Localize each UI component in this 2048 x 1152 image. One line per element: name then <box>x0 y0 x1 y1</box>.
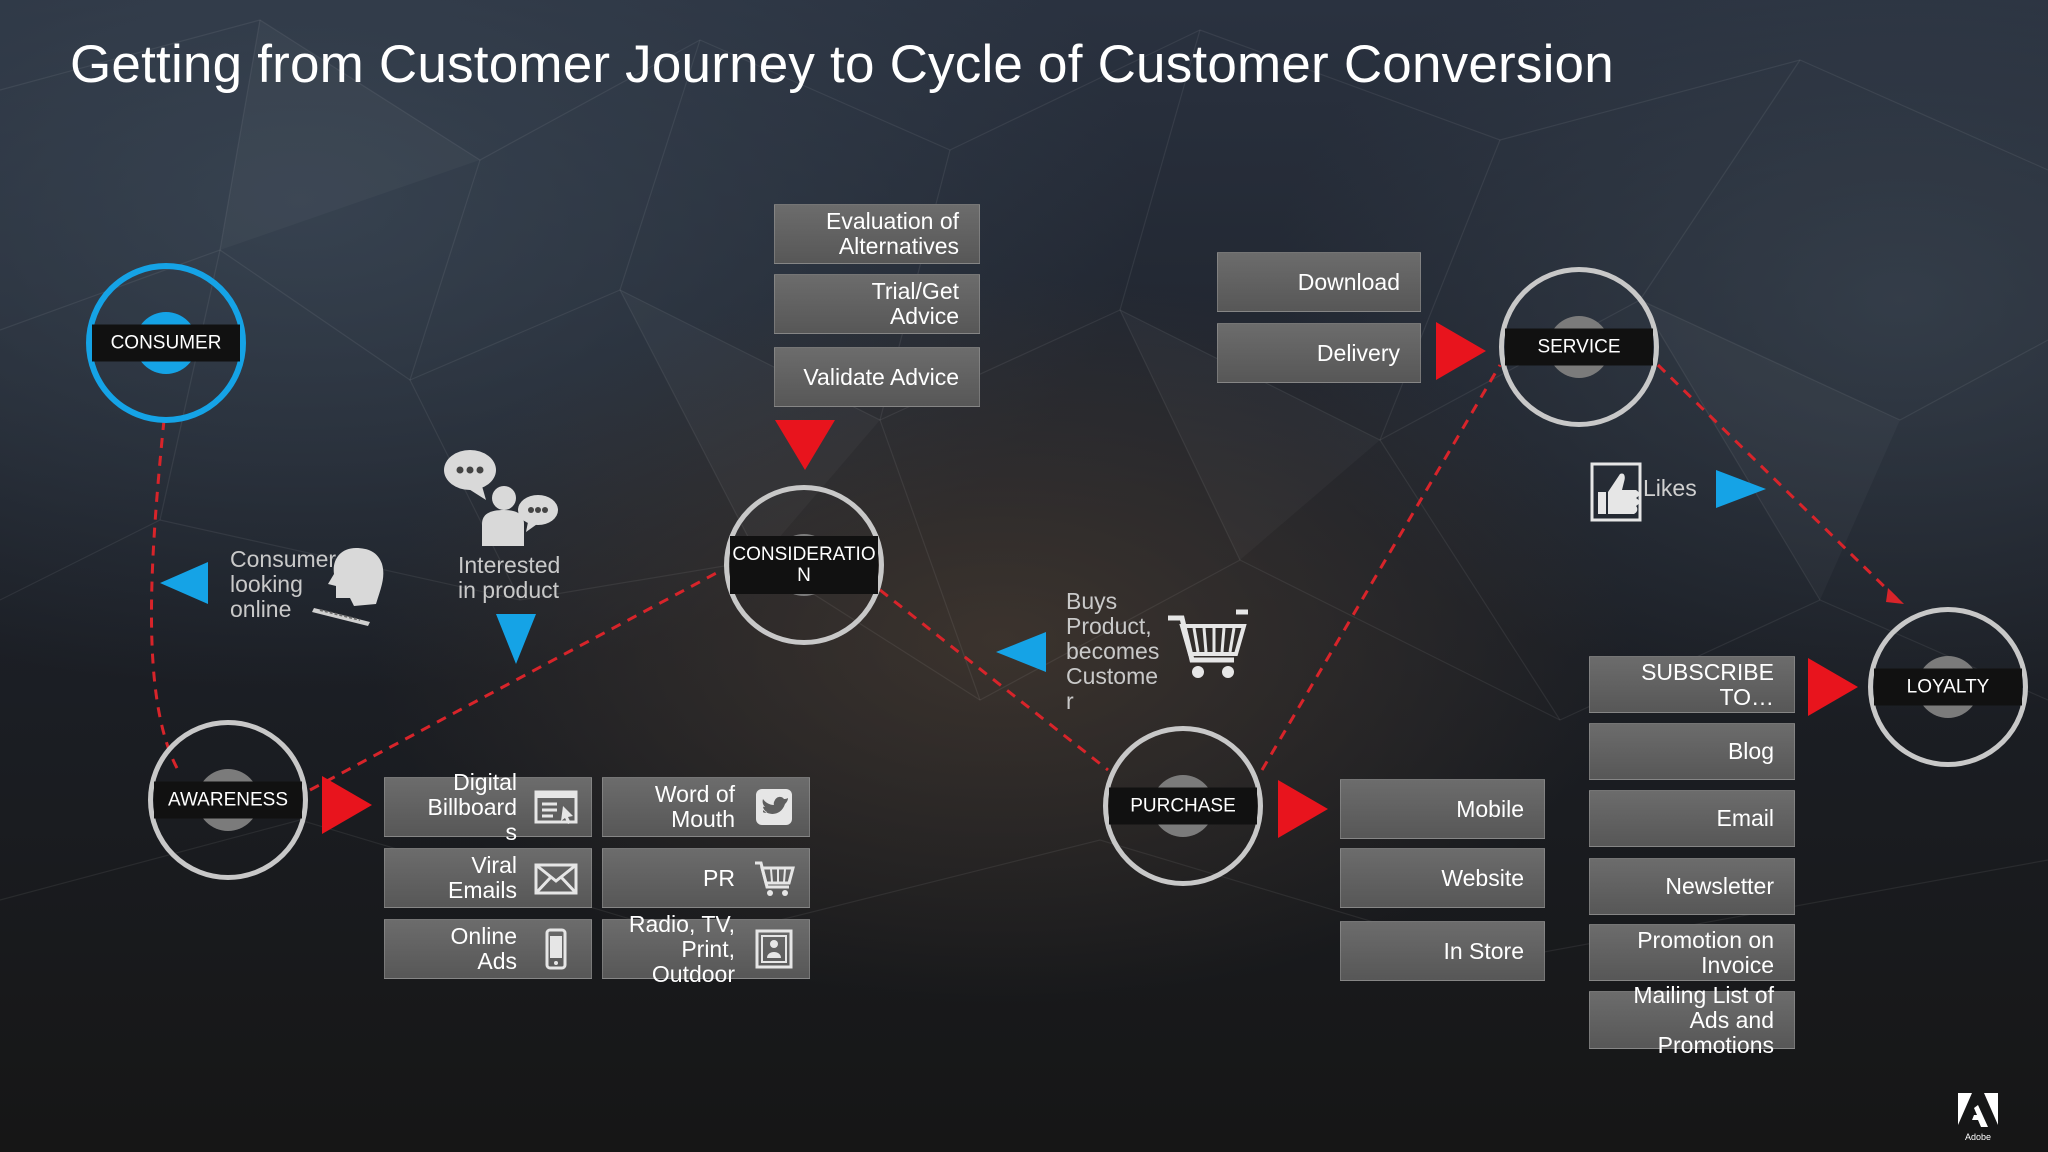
channel-pr[interactable]: PR <box>602 848 810 908</box>
channel-label: Radio, TV, Print, Outdoor <box>628 910 735 987</box>
service-node[interactable]: SERVICE <box>1499 267 1659 427</box>
path-consumer-awareness <box>149 419 180 771</box>
path-consideration-purchase <box>879 588 1109 772</box>
loyalty-label: Mailing List of Ads and Promotions <box>1633 981 1774 1058</box>
step-trial[interactable]: Trial/Get Advice <box>774 274 980 334</box>
step-label: Validate Advice <box>803 363 959 390</box>
channel-radio-tv-print[interactable]: Radio, TV, Print, Outdoor <box>602 911 810 986</box>
red-arrow-awareness <box>322 776 372 834</box>
adobe-logo: Adobe <box>1958 1093 1998 1142</box>
purchase-label: In Store <box>1443 937 1524 964</box>
service-label: SERVICE <box>1505 328 1653 366</box>
consumer-node[interactable]: CONSUMER <box>86 263 246 423</box>
blue-arrow-consumer-looking <box>160 562 208 604</box>
phone-icon <box>545 928 567 970</box>
purchase-node[interactable]: PURCHASE <box>1103 726 1263 886</box>
step-label: Evaluation of Alternatives <box>826 208 959 259</box>
logo-text: Adobe <box>1965 1132 1991 1142</box>
shopping-cart-icon <box>1168 609 1248 678</box>
loyalty-mailing-list[interactable]: Mailing List of Ads and Promotions <box>1589 982 1795 1057</box>
twitter-bird-icon <box>756 789 792 825</box>
red-arrow-consideration <box>775 420 835 470</box>
loyalty-promotion-invoice[interactable]: Promotion on Invoice <box>1589 924 1795 981</box>
consumer-label: CONSUMER <box>92 324 240 362</box>
red-arrow-service <box>1436 322 1486 380</box>
path-purchase-service <box>1260 364 1502 771</box>
awareness-node[interactable]: AWARENESS <box>148 720 308 880</box>
loyalty-label: LOYALTY <box>1874 668 2022 706</box>
consideration-node[interactable]: CONSIDERATION <box>724 485 884 645</box>
channel-label: Viral Emails <box>447 852 517 903</box>
newspaper-icon <box>755 929 793 969</box>
purchase-in-store[interactable]: In Store <box>1340 921 1545 981</box>
loyalty-email[interactable]: Email <box>1589 790 1795 847</box>
blue-arrow-likes <box>1716 470 1766 508</box>
like-thumb-icon <box>1590 462 1642 522</box>
step-validate-advice[interactable]: Validate Advice <box>774 347 980 407</box>
channel-label: Online Ads <box>450 923 517 974</box>
blue-arrow-buys <box>996 632 1046 672</box>
step-label: Download <box>1297 268 1400 295</box>
red-arrow-loyalty <box>1808 658 1858 716</box>
loyalty-node[interactable]: LOYALTY <box>1868 607 2028 767</box>
channel-label: Digital Billboard s <box>427 768 518 845</box>
channel-label: Word of Mouth <box>654 781 735 832</box>
path-arrowhead-loyalty <box>1886 588 1904 604</box>
loyalty-newsletter[interactable]: Newsletter <box>1589 858 1795 915</box>
purchase-label: Mobile <box>1456 795 1524 822</box>
billboard-icon <box>534 790 578 824</box>
person-head-icon <box>312 548 384 626</box>
likes-note: Likes <box>1643 475 1697 501</box>
loyalty-subscribe[interactable]: SUBSCRIBE TO… <box>1589 656 1795 713</box>
purchase-website[interactable]: Website <box>1340 848 1545 908</box>
loyalty-label: SUBSCRIBE TO… <box>1641 658 1774 710</box>
chat-people-icon <box>444 450 558 546</box>
awareness-label: AWARENESS <box>154 781 302 819</box>
red-arrow-purchase <box>1278 780 1328 838</box>
path-service-loyalty <box>1656 363 1900 602</box>
purchase-mobile[interactable]: Mobile <box>1340 779 1545 839</box>
blue-arrow-interested <box>496 614 536 664</box>
purchase-label: Website <box>1441 864 1524 891</box>
channel-digital-billboards[interactable]: Digital Billboard s <box>384 769 592 844</box>
step-label: Trial/Get Advice <box>871 278 959 329</box>
loyalty-label: Blog <box>1727 738 1774 764</box>
loyalty-label: Email <box>1716 805 1774 831</box>
loyalty-label: Newsletter <box>1665 873 1774 899</box>
consumer-looking-note: Consumer looking online <box>230 546 337 622</box>
step-evaluation[interactable]: Evaluation of Alternatives <box>774 204 980 264</box>
step-label: Delivery <box>1316 339 1400 366</box>
channel-viral-emails[interactable]: Viral Emails <box>384 848 592 908</box>
loyalty-blog[interactable]: Blog <box>1589 723 1795 780</box>
channel-word-of-mouth[interactable]: Word of Mouth <box>602 777 810 837</box>
interested-note: Interested in product <box>458 552 561 603</box>
step-delivery[interactable]: Delivery <box>1217 323 1421 383</box>
slide-title: Getting from Customer Journey to Cycle o… <box>70 35 1614 94</box>
cart-icon <box>755 861 795 896</box>
envelope-icon <box>534 863 578 895</box>
channel-online-ads[interactable]: Online Ads <box>384 919 592 979</box>
channel-label: PR <box>703 864 735 891</box>
loyalty-label: Promotion on Invoice <box>1637 926 1774 978</box>
consideration-label: CONSIDERATION <box>730 536 878 594</box>
step-download[interactable]: Download <box>1217 252 1421 312</box>
buys-note: Buys Product, becomes Custome r <box>1066 588 1160 714</box>
path-awareness-consideration <box>309 568 723 792</box>
purchase-label: PURCHASE <box>1109 787 1257 825</box>
